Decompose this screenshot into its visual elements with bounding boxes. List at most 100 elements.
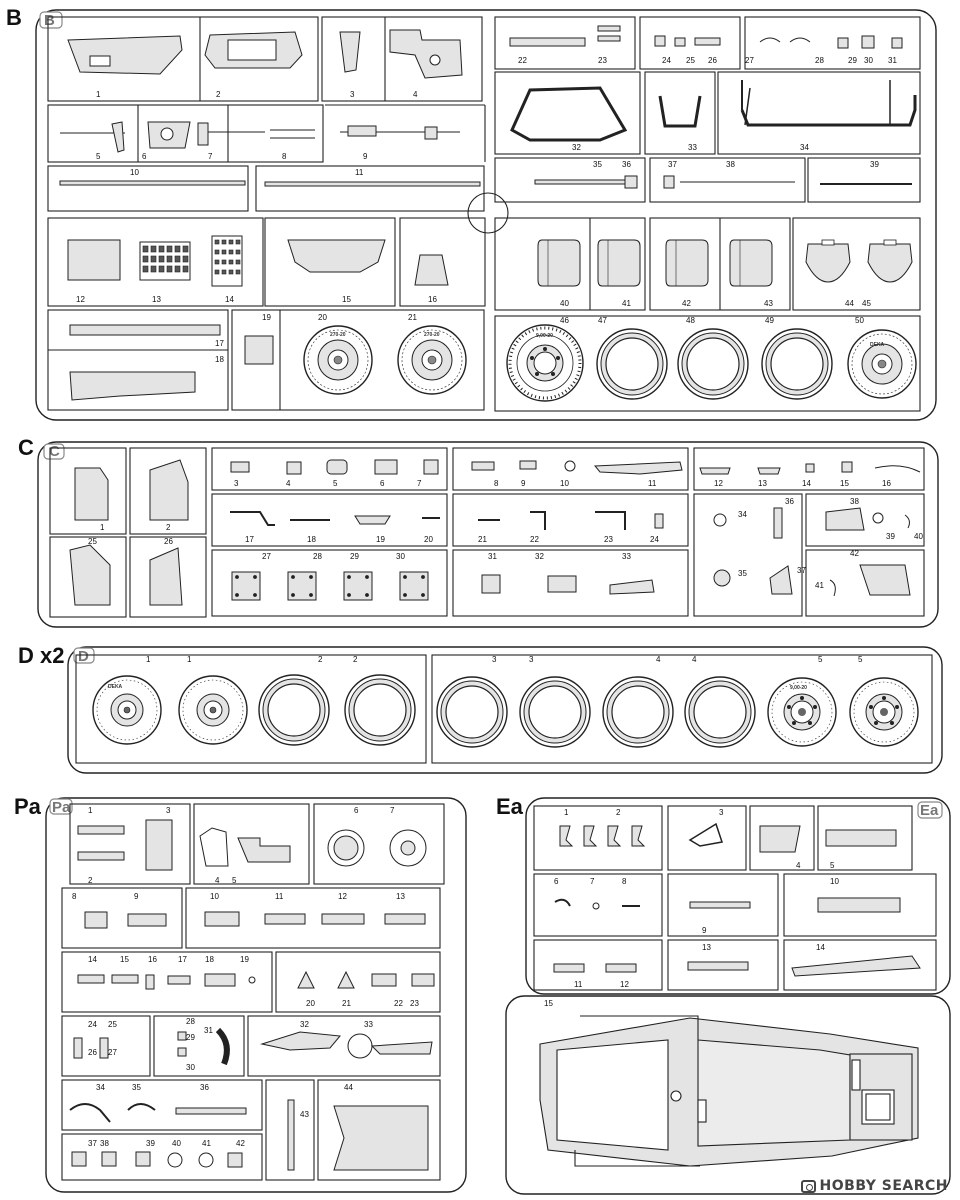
svg-text:5: 5 <box>830 861 835 870</box>
svg-text:5: 5 <box>858 655 863 664</box>
svg-text:12: 12 <box>76 295 85 304</box>
svg-text:49: 49 <box>765 316 774 325</box>
svg-text:25: 25 <box>108 1020 117 1029</box>
sprue-ea: Ea Ea <box>496 794 951 1195</box>
svg-text:13: 13 <box>152 295 161 304</box>
svg-text:6: 6 <box>380 479 385 488</box>
svg-text:28: 28 <box>313 552 322 561</box>
svg-text:12: 12 <box>714 479 723 488</box>
svg-text:26: 26 <box>164 537 173 546</box>
svg-text:46: 46 <box>560 316 569 325</box>
svg-text:41: 41 <box>202 1139 211 1148</box>
sprue-ea-part-numbers: 1 2 3 4 5 6 7 8 9 10 11 12 13 14 15 <box>544 808 839 1008</box>
svg-text:3: 3 <box>166 806 171 815</box>
svg-text:16: 16 <box>428 295 437 304</box>
sprue-ea-tag: Ea <box>920 802 939 819</box>
svg-text:13: 13 <box>396 892 405 901</box>
svg-text:26: 26 <box>88 1048 97 1057</box>
svg-text:9: 9 <box>521 479 526 488</box>
svg-text:20: 20 <box>424 535 433 544</box>
tire-text-b46: 9,00-20 <box>536 333 553 339</box>
svg-text:47: 47 <box>598 316 607 325</box>
svg-text:10: 10 <box>560 479 569 488</box>
svg-text:39: 39 <box>870 160 879 169</box>
svg-text:40: 40 <box>172 1139 181 1148</box>
svg-text:23: 23 <box>604 535 613 544</box>
sprue-c-label: C <box>18 435 34 460</box>
svg-text:11: 11 <box>648 479 657 488</box>
svg-text:34: 34 <box>96 1083 105 1092</box>
svg-text:28: 28 <box>815 56 824 65</box>
tire-text-b21: 270-20 <box>424 332 440 338</box>
svg-text:25: 25 <box>686 56 695 65</box>
svg-text:43: 43 <box>300 1110 309 1119</box>
svg-text:38: 38 <box>850 497 859 506</box>
svg-text:42: 42 <box>236 1139 245 1148</box>
svg-text:1: 1 <box>187 655 192 664</box>
svg-text:40: 40 <box>914 532 923 541</box>
svg-text:9: 9 <box>363 152 368 161</box>
svg-text:36: 36 <box>200 1083 209 1092</box>
svg-text:1: 1 <box>100 523 105 532</box>
svg-text:16: 16 <box>882 479 891 488</box>
svg-text:15: 15 <box>840 479 849 488</box>
tire-text-d5: 9,00-20 <box>790 685 807 691</box>
svg-text:15: 15 <box>120 955 129 964</box>
sprue-c: C C <box>18 435 939 628</box>
svg-text:14: 14 <box>816 943 825 952</box>
svg-text:19: 19 <box>262 313 271 322</box>
svg-text:31: 31 <box>204 1026 213 1035</box>
sprue-d-label: D x2 <box>18 643 64 668</box>
svg-text:21: 21 <box>342 999 351 1008</box>
svg-text:30: 30 <box>186 1063 195 1072</box>
svg-text:36: 36 <box>622 160 631 169</box>
svg-text:43: 43 <box>764 299 773 308</box>
svg-text:10: 10 <box>130 168 139 177</box>
sprue-b-tag: B <box>44 12 55 29</box>
tire-text-d1: DEKA <box>108 684 123 690</box>
svg-text:23: 23 <box>598 56 607 65</box>
svg-text:4: 4 <box>215 876 220 885</box>
svg-text:4: 4 <box>286 479 291 488</box>
sprue-d-tag: D <box>78 648 89 665</box>
svg-text:5: 5 <box>333 479 338 488</box>
svg-text:42: 42 <box>682 299 691 308</box>
svg-text:21: 21 <box>478 535 487 544</box>
svg-text:38: 38 <box>726 160 735 169</box>
svg-text:19: 19 <box>376 535 385 544</box>
svg-text:8: 8 <box>622 877 627 886</box>
svg-text:35: 35 <box>593 160 602 169</box>
svg-text:2: 2 <box>353 655 358 664</box>
sprue-pa: Pa Pa <box>14 794 467 1193</box>
svg-text:30: 30 <box>396 552 405 561</box>
svg-text:15: 15 <box>544 999 553 1008</box>
svg-text:11: 11 <box>355 168 364 177</box>
sprue-pa-part-numbers: 1 2 3 4 5 6 7 8 9 10 11 12 13 14 15 16 1… <box>72 806 419 1148</box>
svg-text:8: 8 <box>282 152 287 161</box>
svg-text:33: 33 <box>688 143 697 152</box>
svg-text:32: 32 <box>300 1020 309 1029</box>
svg-text:7: 7 <box>590 877 595 886</box>
svg-text:2: 2 <box>616 808 621 817</box>
tire-text-b50: DEKA <box>870 342 885 348</box>
svg-text:17: 17 <box>215 339 224 348</box>
svg-text:32: 32 <box>572 143 581 152</box>
svg-text:18: 18 <box>205 955 214 964</box>
svg-text:21: 21 <box>408 313 417 322</box>
svg-text:41: 41 <box>815 581 824 590</box>
svg-text:33: 33 <box>364 1020 373 1029</box>
svg-text:30: 30 <box>864 56 873 65</box>
sprue-ea-label: Ea <box>496 794 524 819</box>
svg-text:48: 48 <box>686 316 695 325</box>
svg-text:7: 7 <box>208 152 213 161</box>
sprue-pa-label: Pa <box>14 794 42 819</box>
svg-text:7: 7 <box>390 806 395 815</box>
svg-text:23: 23 <box>410 999 419 1008</box>
svg-text:1: 1 <box>96 90 101 99</box>
sprue-d: D x2 D DEKA 9,00-20 1 1 2 2 3 3 4 4 5 5 <box>18 643 943 774</box>
svg-text:31: 31 <box>888 56 897 65</box>
svg-text:17: 17 <box>245 535 254 544</box>
svg-text:4: 4 <box>413 90 418 99</box>
svg-text:2: 2 <box>318 655 323 664</box>
svg-text:9: 9 <box>702 926 707 935</box>
